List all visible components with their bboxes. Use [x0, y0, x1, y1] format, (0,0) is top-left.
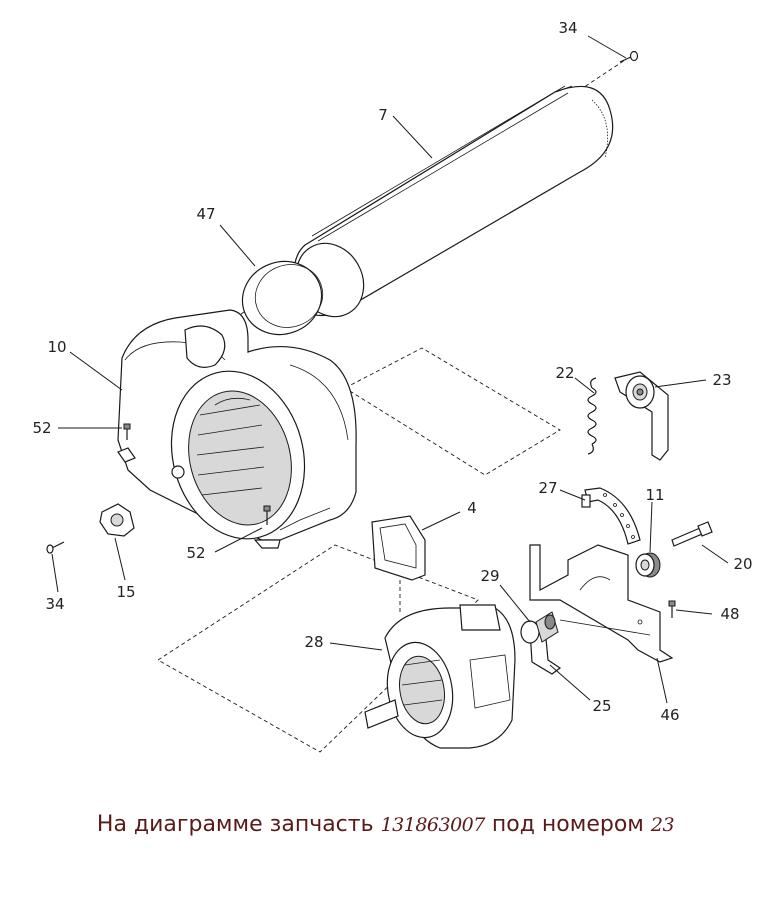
callout-52-left: 52 — [32, 419, 51, 437]
leader-20 — [701, 544, 729, 564]
callout-28: 28 — [304, 633, 323, 651]
assembly-plane-lower — [157, 544, 479, 753]
callout-15: 15 — [116, 583, 135, 601]
leader-28 — [329, 642, 383, 651]
diagram-drawing: 34 7 47 10 52 52 34 15 22 23 27 11 4 20 … — [32, 19, 753, 753]
callout-48: 48 — [720, 605, 739, 623]
pulley-29 — [520, 611, 559, 644]
leader-47 — [219, 224, 256, 267]
callout-22: 22 — [555, 364, 574, 382]
callout-10: 10 — [47, 338, 66, 356]
callout-27: 27 — [538, 479, 557, 497]
leader-4 — [421, 511, 461, 531]
callout-47: 47 — [196, 205, 215, 223]
leader-29 — [499, 584, 531, 623]
leader-25 — [549, 664, 591, 701]
seal-ring-47 — [241, 260, 324, 336]
motor-mount-4 — [371, 515, 426, 612]
leader-7 — [392, 115, 433, 159]
caption-prefix: На диаграмме запчасть — [96, 812, 374, 837]
callout-29: 29 — [480, 567, 499, 585]
callout-46: 46 — [660, 706, 679, 724]
drive-motor-28 — [364, 604, 516, 749]
callout-20: 20 — [733, 555, 752, 573]
motor-bracket-46 — [529, 544, 674, 663]
roller-11 — [635, 552, 661, 578]
callout-23: 23 — [712, 371, 731, 389]
leader-22 — [574, 377, 595, 394]
leader-46 — [656, 657, 668, 704]
leader-34-left — [51, 553, 59, 593]
tension-spring-22 — [587, 377, 597, 455]
part-caption: На диаграмме запчасть 131863007 под номе… — [0, 812, 771, 837]
screw-34-left — [46, 541, 65, 554]
assembly-plane-upper — [344, 347, 561, 476]
callout-34-left: 34 — [45, 595, 64, 613]
leader-48 — [675, 609, 713, 615]
leader-11 — [649, 501, 653, 553]
blower-housing-10 — [117, 309, 357, 549]
screw-52-bottom — [263, 505, 271, 525]
belt-clip-27 — [581, 487, 641, 545]
bolt-20 — [671, 521, 713, 547]
screw-48 — [668, 600, 676, 618]
callout-52-bottom: 52 — [186, 544, 205, 562]
leader-23 — [654, 379, 707, 388]
duct-tube-7 — [293, 85, 614, 318]
caption-position-number: 23 — [650, 814, 675, 836]
callout-7: 7 — [378, 106, 388, 124]
idler-pulley-23 — [614, 371, 669, 461]
leader-10 — [69, 351, 123, 391]
leader-52-bottom — [214, 527, 263, 553]
bearing-bracket-15 — [99, 503, 135, 537]
leader-15 — [114, 537, 126, 581]
callout-34-top: 34 — [558, 19, 577, 37]
callout-11: 11 — [645, 486, 664, 504]
screw-52-left — [123, 423, 131, 440]
caption-part-number: 131863007 — [380, 814, 486, 836]
caption-middle: под номером — [491, 812, 644, 837]
callout-25: 25 — [592, 697, 611, 715]
screw-34-top — [619, 50, 639, 63]
callout-4: 4 — [467, 499, 477, 517]
leader-34-top — [587, 35, 627, 59]
leader-27 — [559, 489, 586, 501]
